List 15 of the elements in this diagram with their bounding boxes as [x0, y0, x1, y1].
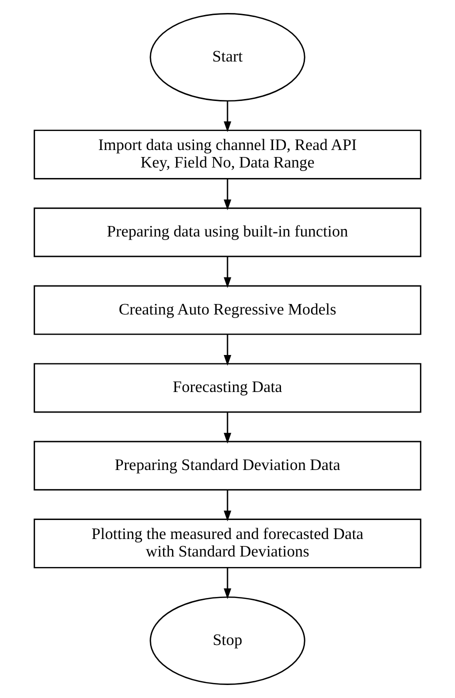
- arrow: [224, 490, 232, 522]
- arrow: [224, 256, 232, 288]
- node-box: Creating Auto Regressive Models: [34, 285, 422, 335]
- arrow: [224, 178, 232, 210]
- node-ellipse: Start: [150, 13, 306, 102]
- node-box: Forecasting Data: [34, 363, 422, 413]
- arrow: [224, 100, 232, 132]
- node-box: Plotting the measured and forecasted Data with Standard Deviations: [34, 518, 422, 568]
- arrow: [224, 334, 232, 366]
- node-box: Import data using channel ID, Read API Key, Field No, Data Range: [34, 130, 422, 180]
- node-box: Preparing data using built-in function: [34, 208, 422, 258]
- arrow: [224, 568, 232, 600]
- node-box: Preparing Standard Deviation Data: [34, 440, 422, 490]
- node-ellipse: Stop: [150, 596, 306, 685]
- arrow: [224, 412, 232, 444]
